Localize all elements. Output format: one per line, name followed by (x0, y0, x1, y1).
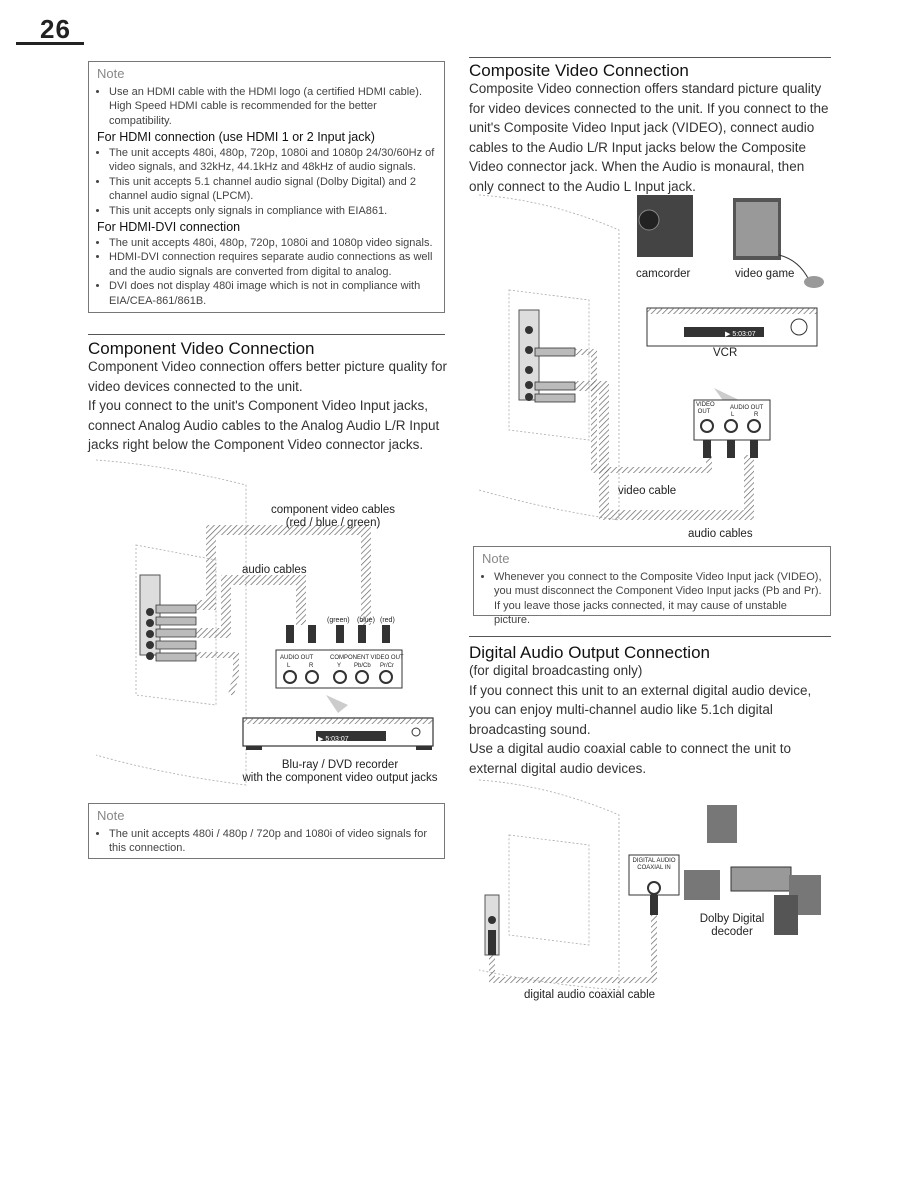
digital-paragraph: If you connect this unit to an external … (469, 682, 812, 737)
blue-label: (blue) (357, 617, 375, 624)
hdmi-note-item: This unit accepts only signals in compli… (109, 204, 436, 219)
panel-pr-label: Pr/Cr (380, 663, 394, 669)
hdmi-note-item: This unit accepts 5.1 channel audio sign… (109, 175, 436, 204)
tv-side-outline (95, 459, 247, 786)
panel-l-label: L (287, 663, 291, 669)
hdmi-note-box: Note Use an HDMI cable with the HDMI log… (88, 61, 445, 313)
composite-audio-cables-label: audio cables (688, 528, 753, 540)
digital-diagram (478, 779, 821, 991)
component-video-cables-label: component video cables (red / blue / gre… (270, 504, 396, 529)
composite-paragraph: Composite Video connection offers standa… (469, 81, 829, 194)
panel-audio-out-label: AUDIO OUT (280, 655, 314, 661)
green-label: (green) (327, 617, 350, 624)
panel-r-label: R (309, 663, 314, 669)
hdmi-note-subheading: For HDMI-DVI connection (97, 220, 241, 234)
vcr-label: VCR (713, 347, 738, 359)
tv-jacks (146, 608, 154, 660)
camcorder-label: camcorder (636, 268, 691, 280)
digital-paragraph: (for digital broadcasting only) (469, 663, 643, 678)
component-paragraph: If you connect to the unit's Component V… (88, 398, 440, 452)
component-audio-cables-label: audio cables (242, 564, 307, 576)
digital-paragraph: Use a digital audio coaxial cable to con… (469, 741, 791, 776)
panel-y-label: Y (337, 663, 342, 669)
composite-note-box: Note Whenever you connect to the Composi… (473, 546, 831, 626)
component-paragraph: Component Video connection offers better… (88, 359, 447, 394)
hdmi-note-subheading: For HDMI connection (use HDMI 1 or 2 Inp… (97, 130, 375, 144)
digital-heading: Digital Audio Output Connection (469, 643, 710, 662)
page-number-rule (16, 42, 84, 45)
component-diagram (95, 459, 434, 786)
device-jacks (283, 670, 393, 684)
hdmi-note-item: DVI does not display 480i image which is… (109, 279, 436, 308)
vcr-display: ▶ 5:03:07 (725, 331, 756, 338)
composite-note-title: Note (482, 551, 510, 566)
hdmi-note-item: The unit accepts 480i, 480p, 720p, 1080i… (109, 146, 436, 175)
digital-panel-label: DIGITAL AUDIO COAXIAL IN (632, 858, 676, 871)
cable-bundles (196, 525, 371, 696)
video-game-label: video game (735, 268, 795, 280)
panel-component-out-label: COMPONENT VIDEO OUT (330, 655, 404, 661)
composite-panel-audio-out: AUDIO OUT (730, 405, 764, 411)
page-number: 26 (40, 14, 71, 44)
hdmi-note-item: The unit accepts 480i, 480p, 720p, 1080i… (109, 236, 436, 251)
decoder-label: Dolby Digital decoder (699, 913, 765, 938)
rca-plugs (286, 625, 390, 643)
composite-note-item: Whenever you connect to the Composite Vi… (494, 570, 822, 628)
component-heading: Component Video Connection (88, 339, 315, 358)
hdmi-note-item: Use an HDMI cable with the HDMI logo (a … (109, 85, 436, 129)
hdmi-note-title: Note (97, 66, 125, 81)
component-note-box: Note The unit accepts 480i / 480p / 720p… (88, 803, 445, 859)
composite-body: Composite Video connection offers standa… (469, 79, 831, 196)
video-cable-label: video cable (618, 485, 677, 497)
device-display: ▶ 5:03:07 (318, 736, 349, 743)
composite-rule (469, 57, 831, 58)
panel-pb-label: Pb/Cb (354, 663, 371, 669)
component-rule (88, 334, 445, 335)
component-device-label: Blu-ray / DVD recorder with the componen… (242, 759, 438, 784)
digital-cable-label: digital audio coaxial cable (524, 989, 656, 1001)
component-note-title: Note (97, 808, 125, 823)
composite-panel-l: L (731, 412, 735, 418)
digital-rule (469, 636, 831, 637)
composite-diagram (478, 194, 824, 521)
composite-heading: Composite Video Connection (469, 61, 689, 80)
hdmi-note-list: Use an HDMI cable with the HDMI logo (a … (97, 85, 436, 309)
component-note-item: The unit accepts 480i / 480p / 720p and … (109, 827, 436, 856)
red-label: (red) (380, 617, 395, 624)
composite-panel-video-out: VIDEO OUT (696, 402, 715, 415)
component-body: Component Video connection offers better… (88, 357, 450, 455)
composite-panel-r: R (754, 412, 759, 418)
hdmi-note-item: HDMI-DVI connection requires separate au… (109, 250, 436, 279)
digital-body: (for digital broadcasting only) If you c… (469, 661, 831, 778)
